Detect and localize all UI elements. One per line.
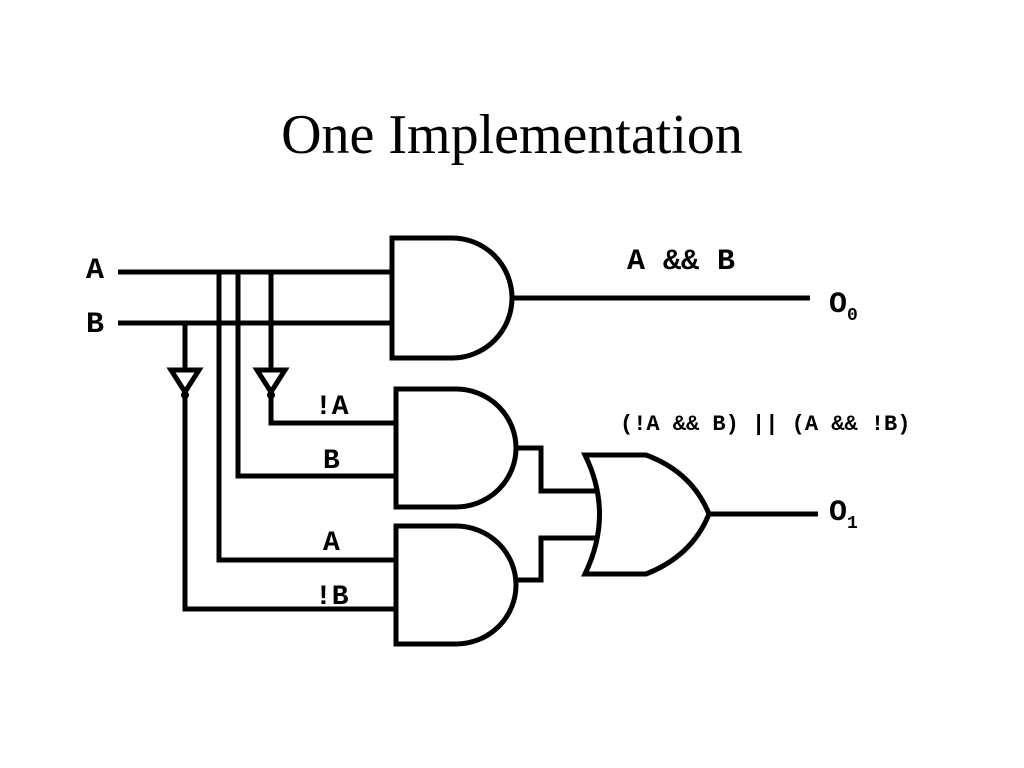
output-o1-subscript: 1 <box>847 514 858 534</box>
and-gate-1 <box>389 235 515 361</box>
expression-o0: A && B <box>627 245 735 279</box>
input-label-a: A <box>86 254 104 288</box>
or-gate <box>580 452 712 577</box>
wire-and2-to-or <box>516 445 596 494</box>
output-label-o1: O1 <box>829 496 858 534</box>
expression-o1: (!A && B) || (A && !B) <box>620 412 910 437</box>
label-b: B <box>323 446 340 477</box>
wire-and3-to-or <box>516 535 596 583</box>
and-gate-3 <box>393 523 519 647</box>
output-o1-name: O <box>829 496 847 530</box>
output-o0-subscript: 0 <box>847 306 858 326</box>
label-not-b: !B <box>315 582 349 613</box>
wire-not-a <box>268 397 396 426</box>
input-label-b: B <box>86 308 104 342</box>
and-gate-2 <box>393 386 519 510</box>
output-label-o0: O0 <box>829 288 858 326</box>
inverter-a <box>252 367 290 397</box>
wire-a-to-and2-b <box>235 272 396 479</box>
slide-title: One Implementation <box>281 104 743 166</box>
label-not-a: !A <box>315 392 349 423</box>
wire-not-b <box>182 397 396 612</box>
wire-a-to-and3 <box>216 272 396 563</box>
label-a: A <box>323 528 340 559</box>
output-o0-name: O <box>829 288 847 322</box>
inverter-b <box>166 367 204 397</box>
